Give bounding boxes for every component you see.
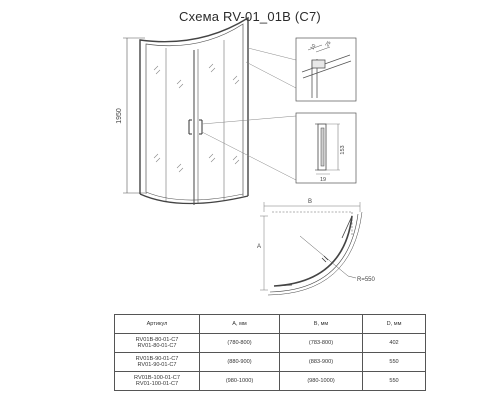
cell-article: RV01B-90-01-C7 RV01-90-01-C7 (114, 352, 200, 372)
shower-frame (139, 16, 249, 205)
front-view: 1950 (116, 16, 297, 205)
height-dimension (123, 37, 145, 194)
article-line-1: RV01B-80-01-C7 (135, 336, 179, 343)
plan-handle-marks (321, 255, 329, 263)
plan-dimension-b (263, 202, 361, 212)
handle-width-label: 19 (320, 177, 326, 183)
cell-b: (883-900) (279, 352, 363, 372)
table-header-row: Артикул A, мм B, мм D, мм (114, 314, 426, 334)
table-row: RV01B-90-01-C7 RV01-90-01-C7 (880-900) (… (114, 352, 426, 372)
article-line-2: RV01-100-01-C7 (135, 381, 179, 387)
cell-d: 550 (362, 352, 426, 372)
plan-view: B A R=550 (257, 199, 376, 296)
detail-profile: 10 25 (295, 37, 357, 102)
plan-dimension-a (260, 215, 268, 291)
header-b: B, мм (279, 314, 363, 334)
height-label: 1950 (116, 108, 123, 124)
cell-b: (980-1000) (279, 371, 363, 391)
plan-radius-label: R=550 (357, 277, 376, 283)
cell-article: RV01B-80-01-C7 RV01-80-01-C7 (114, 333, 200, 353)
cell-d: 550 (362, 371, 426, 391)
header-article: Артикул (114, 314, 200, 334)
page-title: Схема RV-01_01B (C7) (179, 9, 321, 24)
cell-a: (980-1000) (199, 371, 280, 391)
cell-article: RV01B-100-01-C7 RV01-100-01-C7 (114, 371, 200, 391)
table-row: RV01B-80-01-C7 RV01-80-01-C7 (780-800) (… (114, 333, 426, 353)
plan-label-a: A (257, 244, 261, 250)
cell-a: (880-900) (199, 352, 280, 372)
plan-curve (267, 211, 363, 296)
table-row: RV01B-100-01-C7 RV01-100-01-C7 (980-1000… (114, 371, 426, 391)
spec-table: Артикул A, мм B, мм D, мм RV01B-80-01-C7… (114, 314, 426, 391)
header-a: A, мм (199, 314, 280, 334)
article-line-1: RV01B-100-01-C7 (134, 374, 180, 381)
article-line-2: RV01-90-01-C7 (137, 362, 177, 368)
article-line-2: RV01-80-01-C7 (137, 343, 177, 349)
detail-leaders (201, 47, 297, 181)
cell-b: (783-800) (279, 333, 363, 353)
cell-d: 402 (362, 333, 426, 353)
article-line-1: RV01B-90-01-C7 (135, 355, 179, 362)
handle-height-label: 153 (340, 145, 346, 154)
header-d: D, мм (362, 314, 426, 334)
plan-label-b: B (308, 199, 312, 205)
detail-handle: 153 19 (295, 112, 357, 184)
door-handles (188, 119, 203, 135)
profile-dim-a: 10 (310, 43, 318, 51)
cell-a: (780-800) (199, 333, 280, 353)
profile-dim-b: 25 (325, 40, 333, 48)
glass-reflections (153, 63, 240, 173)
